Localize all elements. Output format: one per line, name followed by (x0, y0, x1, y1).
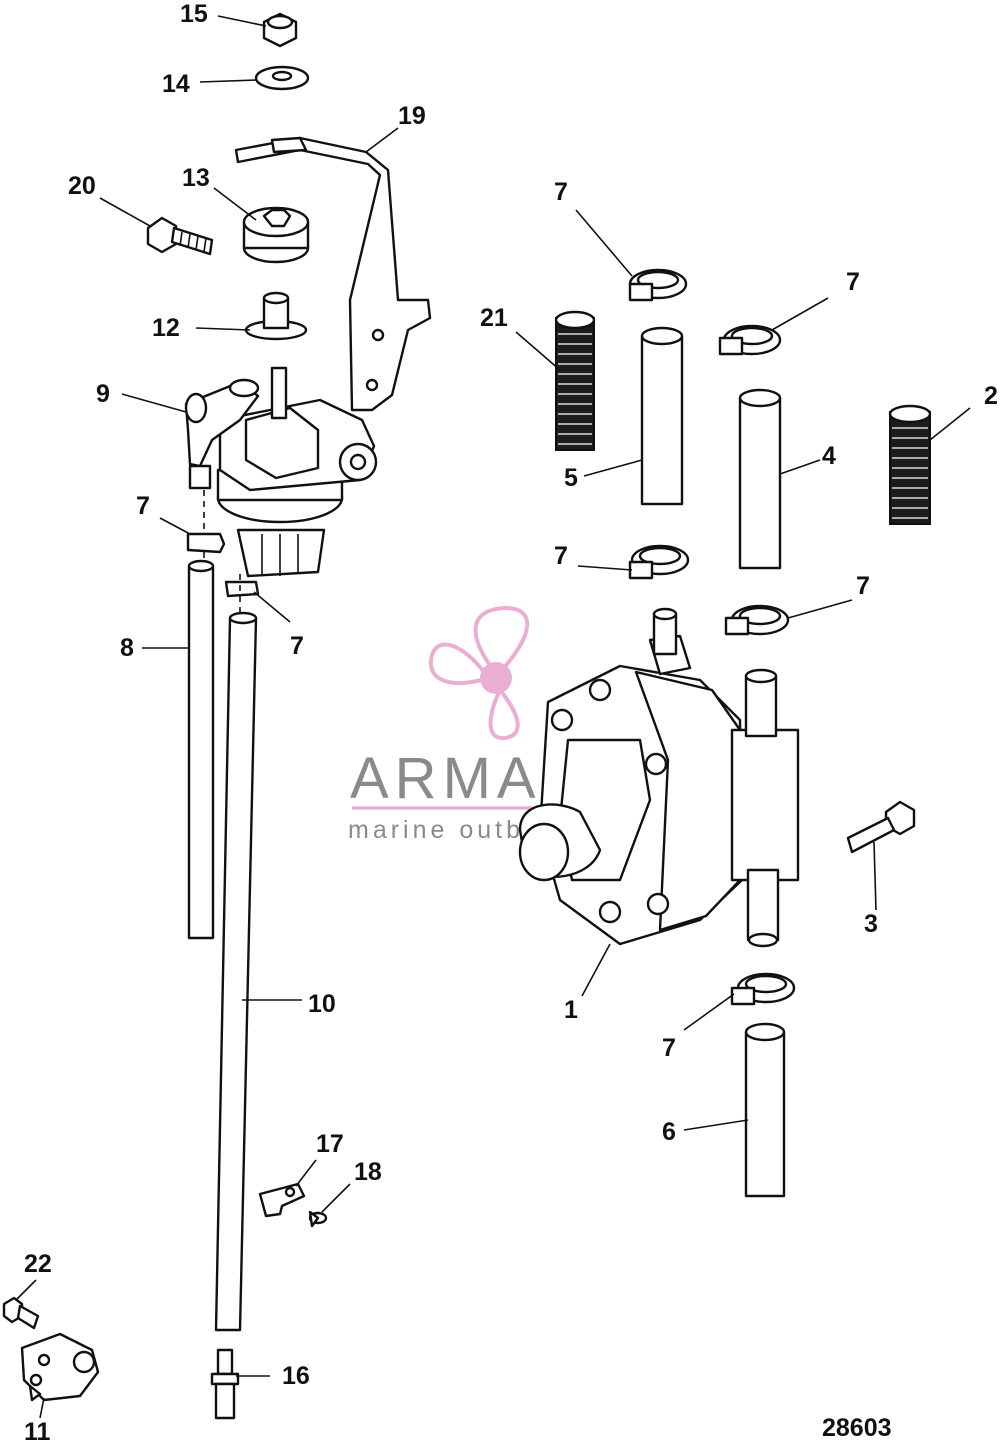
callout-7-filter-upper: 7 (136, 492, 150, 520)
part-21-filter-element (554, 310, 596, 451)
callout-8: 8 (120, 634, 134, 662)
callout-11: 11 (24, 1418, 51, 1446)
callout-19: 19 (398, 102, 426, 130)
callout-14: 14 (162, 70, 190, 98)
leader-lines (15, 15, 971, 1419)
part-18-screw (308, 1210, 328, 1228)
callout-9: 9 (96, 380, 110, 408)
callout-7-filter-lower: 7 (290, 632, 304, 660)
part-13-grommet (242, 206, 310, 264)
callout-labels: 15 14 19 20 13 12 9 7 7 8 10 17 18 16 22… (24, 0, 998, 1446)
part-8-hose (187, 559, 215, 940)
callout-16: 16 (282, 1362, 310, 1390)
callout-7-bottom: 7 (662, 1034, 676, 1062)
part-16-fitting (210, 1348, 240, 1420)
callout-12: 12 (152, 314, 180, 342)
part-19-bracket (234, 136, 432, 412)
callout-17: 17 (316, 1130, 344, 1158)
part-7-clip-upper-left (186, 532, 226, 554)
callout-7-upper-right: 7 (846, 268, 860, 296)
callout-13: 13 (182, 164, 210, 192)
part-1-fuel-pump (518, 607, 800, 948)
part-4-hose (738, 388, 782, 570)
callout-4: 4 (822, 442, 836, 470)
part-20-bolt (146, 216, 214, 256)
part-6-hose (744, 1022, 786, 1198)
callout-3: 3 (864, 910, 878, 938)
callout-21: 21 (480, 304, 508, 332)
diagram-number: 28603 (822, 1414, 892, 1442)
part-11-valve (20, 1332, 100, 1402)
callout-2: 2 (984, 382, 998, 410)
part-7-clamp-top (628, 268, 688, 302)
part-2-filter-element (888, 404, 932, 525)
part-3-bolt (846, 800, 916, 854)
part-7-clamp-middle (628, 544, 690, 580)
callout-7-top: 7 (554, 178, 568, 206)
callout-10: 10 (308, 990, 336, 1018)
callout-18: 18 (354, 1158, 382, 1186)
part-7-clip-lower-left (224, 580, 260, 598)
part-7-clamp-bottom (730, 972, 796, 1006)
callout-6: 6 (662, 1118, 676, 1146)
part-17-clamp (258, 1182, 306, 1218)
part-12-sleeve (244, 291, 308, 341)
part-7-clamp-upper-right (718, 324, 782, 356)
callout-22: 22 (24, 1250, 52, 1278)
callout-7-middle: 7 (554, 542, 568, 570)
part-15-nut (262, 12, 298, 48)
callout-1: 1 (564, 996, 578, 1024)
callout-20: 20 (68, 172, 96, 200)
part-10-hose (214, 611, 258, 1332)
propeller-logo-icon (428, 605, 530, 741)
callout-15: 15 (180, 0, 208, 28)
part-22-bolt (2, 1296, 40, 1330)
part-9-fuel-filter (184, 366, 378, 578)
callout-7-pump: 7 (856, 572, 870, 600)
part-7-clamp-pump (724, 604, 790, 636)
part-14-washer (254, 65, 310, 91)
part-5-hose (640, 326, 684, 506)
callout-5: 5 (564, 464, 578, 492)
